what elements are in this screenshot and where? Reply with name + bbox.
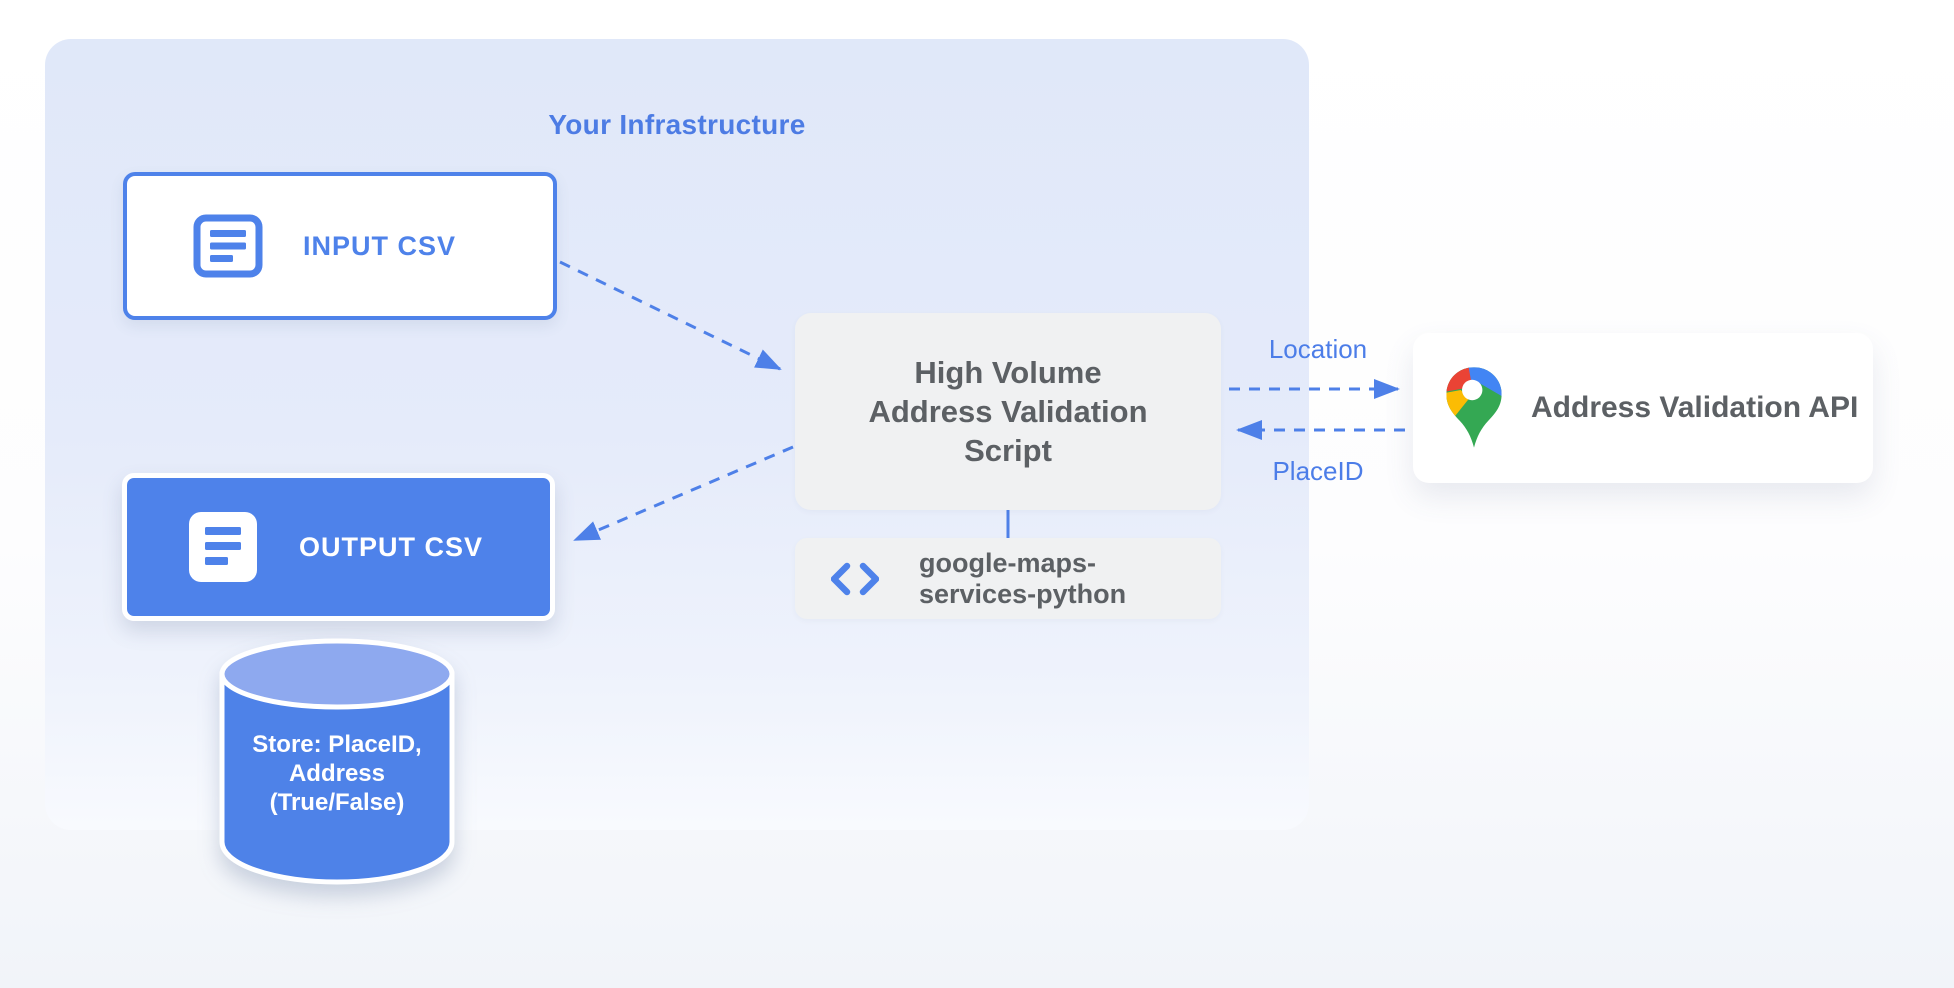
container-title: Your Infrastructure — [548, 109, 806, 140]
script-line-2: Address Validation — [868, 394, 1148, 429]
input-csv-label: INPUT CSV — [303, 230, 457, 261]
library-line-1: google-maps- — [919, 547, 1097, 578]
database-icon — [219, 638, 455, 885]
google-maps-pin-icon — [1446, 367, 1502, 448]
datastore-line-1: Store: PlaceID, — [252, 731, 422, 758]
placeid-edge-label: PlaceID — [1272, 456, 1364, 486]
datastore-line-2: Address — [288, 760, 386, 787]
input-csv-node: INPUT CSV — [123, 172, 557, 320]
library-line-2: services-python — [919, 578, 1127, 609]
datastore-cylinder: Store: PlaceID, Address (True/False) — [210, 634, 464, 890]
script-line-3: Script — [964, 433, 1052, 468]
api-label: Address Validation API — [1531, 391, 1859, 424]
output-csv-label: OUTPUT CSV — [299, 531, 484, 562]
code-brackets-icon — [831, 562, 879, 595]
validation-script-node: High Volume Address Validation Script — [795, 313, 1221, 510]
python-library-node: google-maps- services-python — [795, 538, 1221, 619]
location-edge-label: Location — [1268, 334, 1368, 364]
datastore-line-3: (True/False) — [269, 789, 405, 816]
script-line-1: High Volume — [914, 355, 1102, 390]
library-label: google-maps- services-python — [919, 548, 1126, 610]
document-lines-icon — [189, 512, 257, 582]
output-csv-node: OUTPUT CSV — [122, 473, 555, 621]
datastore-label: Store: PlaceID, Address (True/False) — [210, 730, 464, 817]
address-validation-api-node: Address Validation API — [1413, 333, 1873, 483]
document-lines-icon — [193, 214, 263, 278]
